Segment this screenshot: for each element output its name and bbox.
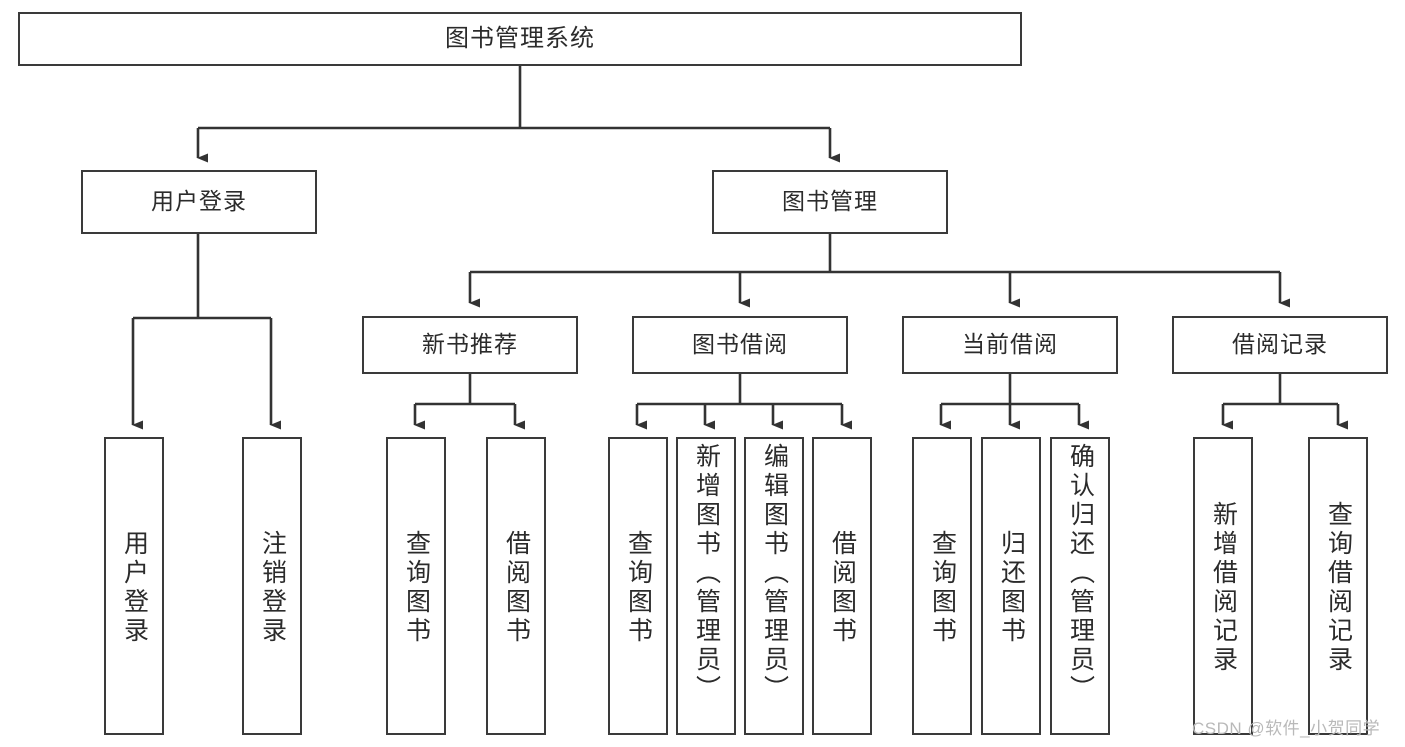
node-leaf-borrow-record-add-record[interactable]: 新增借阅记录: [1193, 437, 1253, 735]
node-leaf-label: 查询图书: [928, 530, 957, 646]
node-leaf-book-borrow-query-books[interactable]: 查询图书: [608, 437, 668, 735]
csdn-watermark: CSDN @软件_小贺同学: [1192, 719, 1381, 738]
node-leaf-label: 查询图书: [402, 530, 431, 646]
node-leaf-book-borrow-borrow-books[interactable]: 借阅图书: [812, 437, 872, 735]
node-current-borrow-label: 当前借阅: [962, 331, 1058, 358]
node-leaf-label: 借阅图书: [828, 530, 857, 646]
node-book-management-label: 图书管理: [782, 188, 878, 215]
node-leaf-book-borrow-edit-book-admin[interactable]: 编辑图书（管理员）: [744, 437, 804, 735]
node-leaf-current-borrow-query-books[interactable]: 查询图书: [912, 437, 972, 735]
node-leaf-user-login-login[interactable]: 用户登录: [104, 437, 164, 735]
node-leaf-label: 编辑图书（管理员）: [760, 443, 789, 704]
node-leaf-label: 确认归还（管理员）: [1066, 443, 1095, 704]
node-leaf-label: 新增图书（管理员）: [692, 443, 721, 704]
node-leaf-label: 归还图书: [997, 530, 1026, 646]
node-new-book-recommend[interactable]: 新书推荐: [362, 316, 578, 374]
node-leaf-current-borrow-return-books[interactable]: 归还图书: [981, 437, 1041, 735]
node-user-login[interactable]: 用户登录: [81, 170, 317, 234]
node-leaf-label: 注销登录: [258, 530, 287, 646]
node-new-book-recommend-label: 新书推荐: [422, 331, 518, 358]
node-leaf-new-book-borrow-books[interactable]: 借阅图书: [486, 437, 546, 735]
node-leaf-borrow-record-query-record[interactable]: 查询借阅记录: [1308, 437, 1368, 735]
node-book-borrow[interactable]: 图书借阅: [632, 316, 848, 374]
node-book-management[interactable]: 图书管理: [712, 170, 948, 234]
node-leaf-current-borrow-confirm-return-admin[interactable]: 确认归还（管理员）: [1050, 437, 1110, 735]
node-borrow-record-label: 借阅记录: [1232, 331, 1328, 358]
node-book-borrow-label: 图书借阅: [692, 331, 788, 358]
node-root-label: 图书管理系统: [445, 24, 595, 52]
node-root-book-management-system[interactable]: 图书管理系统: [18, 12, 1022, 66]
node-leaf-label: 查询图书: [624, 530, 653, 646]
node-leaf-label: 查询借阅记录: [1324, 501, 1353, 675]
node-user-login-label: 用户登录: [151, 188, 247, 215]
node-leaf-book-borrow-add-book-admin[interactable]: 新增图书（管理员）: [676, 437, 736, 735]
node-leaf-label: 新增借阅记录: [1209, 501, 1238, 675]
node-borrow-record[interactable]: 借阅记录: [1172, 316, 1388, 374]
node-leaf-new-book-query-books[interactable]: 查询图书: [386, 437, 446, 735]
node-current-borrow[interactable]: 当前借阅: [902, 316, 1118, 374]
node-leaf-user-login-logout[interactable]: 注销登录: [242, 437, 302, 735]
node-leaf-label: 用户登录: [120, 530, 149, 646]
node-leaf-label: 借阅图书: [502, 530, 531, 646]
